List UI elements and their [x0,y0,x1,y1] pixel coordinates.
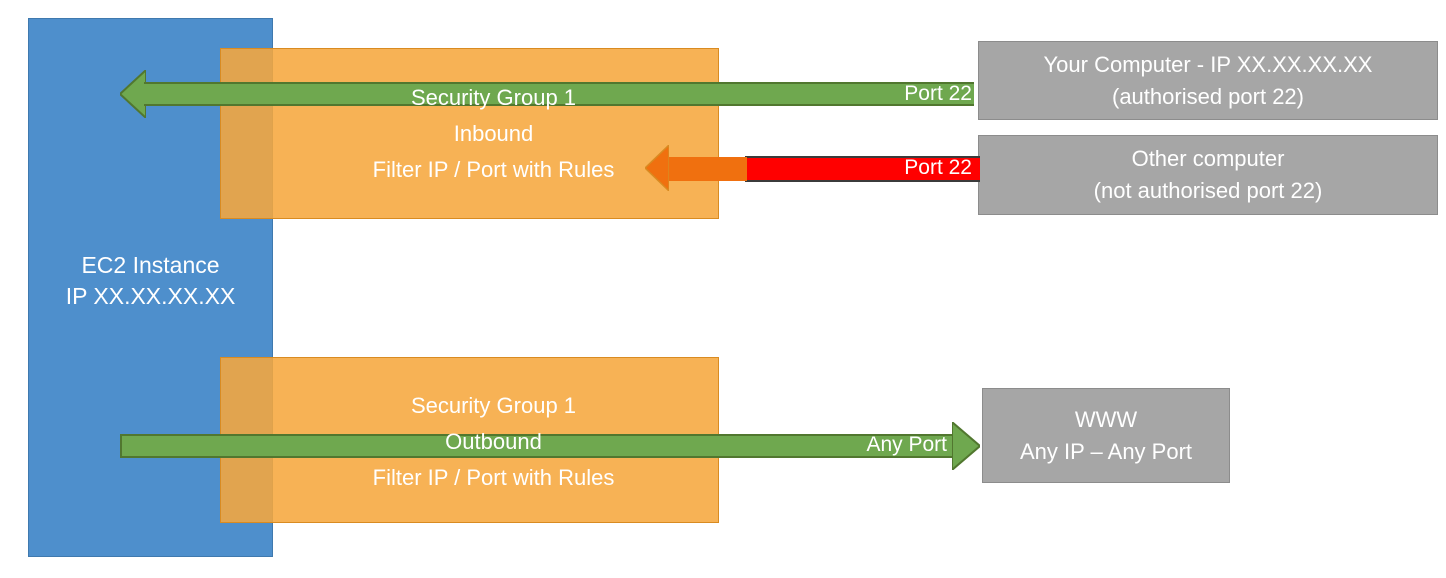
www-note: Any IP – Any Port [1019,438,1193,464]
allowed-inbound-arrowhead-icon [120,70,146,118]
other-computer-note: (not authorised port 22) [1093,178,1323,203]
endpoint-www: WWW Any IP – Any Port [982,388,1230,483]
your-computer-name: Your Computer - IP XX.XX.XX.XX [1043,51,1373,77]
endpoint-other-computer: Other computer (not authorised port 22) [978,135,1438,215]
outbound-arrowhead-icon [952,422,980,470]
allowed-inbound-arrow-body [144,82,974,106]
your-computer-note: (authorised port 22) [1112,83,1304,109]
other-computer-name: Other computer [1131,146,1285,171]
blocked-inbound-arrowhead-icon [645,145,669,191]
blocked-inbound-red-band [745,156,980,182]
endpoint-your-computer: Your Computer - IP XX.XX.XX.XX (authoris… [978,41,1438,120]
outbound-arrow-body [268,434,958,458]
blocked-inbound-arrow-body [667,157,747,181]
security-group-inbound-box [220,48,719,219]
outbound-arrow-tail [120,434,270,458]
www-name: WWW [1074,406,1138,432]
